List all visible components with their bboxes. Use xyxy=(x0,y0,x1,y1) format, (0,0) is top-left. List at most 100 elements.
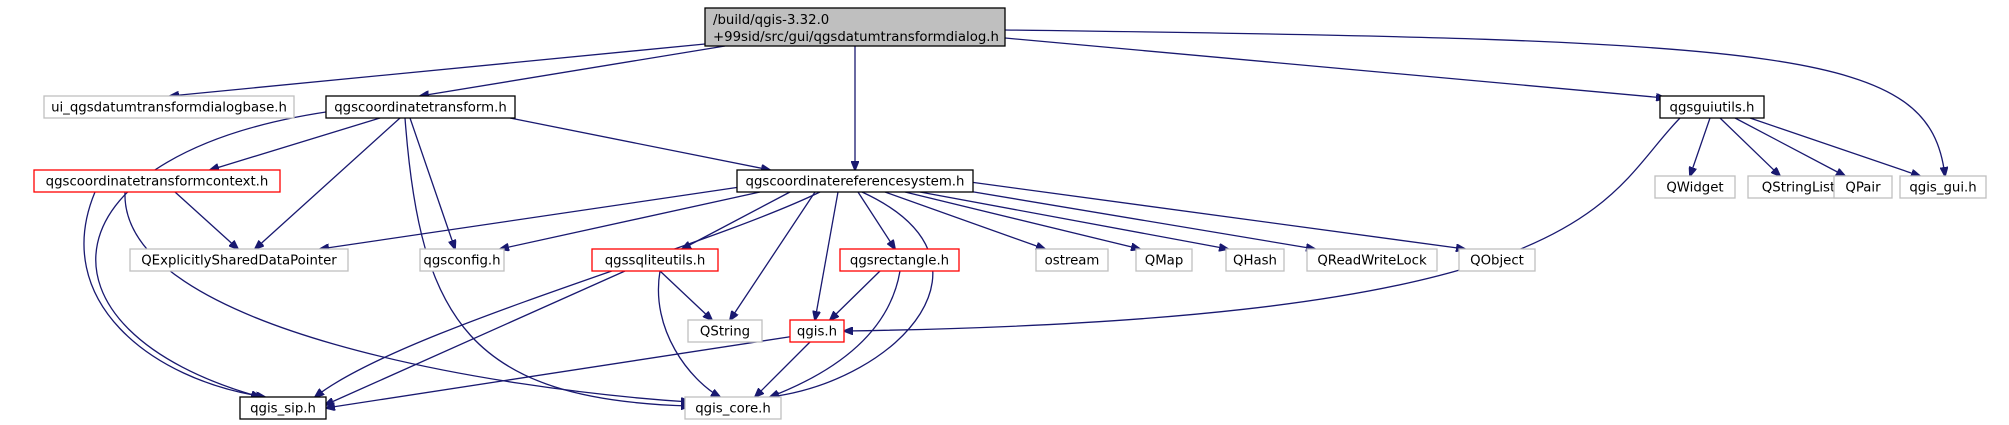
node-box-root xyxy=(704,7,1006,47)
edge-crs-to-qgis_core xyxy=(770,191,934,397)
edge-coordtransform-to-qgis_sip xyxy=(95,109,341,397)
node-box-coordtransform xyxy=(325,95,516,119)
node-box-qpair xyxy=(1833,175,1893,199)
edge-coordtransform-to-ctcontext xyxy=(210,117,381,170)
edge-sqliteutils-to-qgis_core xyxy=(657,270,720,397)
edge-sqliteutils-to-qstring xyxy=(659,270,712,320)
edge-root-to-guiutils xyxy=(1004,37,1665,98)
node-label-guiutils: qgsguiutils.h xyxy=(1670,101,1755,116)
node-box-qgis xyxy=(789,319,845,343)
edge-guiutils-to-qgis xyxy=(844,117,1681,331)
edge-coordtransform-to-crs xyxy=(509,117,770,170)
edge-qgis-to-qgis_core xyxy=(755,341,811,397)
node-rectangle[interactable]: qgsrectangle.h xyxy=(839,248,960,272)
node-qobject: QObject xyxy=(1458,248,1536,272)
node-ctcontext[interactable]: qgscoordinatetransformcontext.h xyxy=(33,169,281,193)
node-box-sqliteutils xyxy=(591,248,719,272)
node-qgsconfig: qgsconfig.h xyxy=(419,248,505,272)
node-label-qgsconfig: qgsconfig.h xyxy=(423,254,500,269)
edge-root-to-coordtransform xyxy=(420,45,726,96)
edge-ctcontext-to-qgis_core xyxy=(124,191,690,402)
node-label-qgis: qgis.h xyxy=(797,325,837,340)
node-coordtransform[interactable]: qgscoordinatetransform.h xyxy=(325,95,516,119)
node-label-coordtransform: qgscoordinatetransform.h xyxy=(334,101,507,116)
node-qrwlock: QReadWriteLock xyxy=(1306,248,1438,272)
edge-guiutils-to-qwidget xyxy=(1690,117,1711,176)
node-label-qgis_sip: qgis_sip.h xyxy=(250,402,316,417)
node-guiutils[interactable]: qgsguiutils.h xyxy=(1659,95,1765,119)
node-qhash: QHash xyxy=(1225,248,1285,272)
node-qstringlist: QStringList xyxy=(1747,175,1850,199)
node-label-ctcontext: qgscoordinatetransformcontext.h xyxy=(46,175,269,190)
edge-guiutils-to-qstringlist xyxy=(1719,117,1780,176)
edge-coordtransform-to-qgis_core xyxy=(404,117,690,406)
node-box-qobject xyxy=(1458,248,1536,272)
edge-rectangle-to-qgis_core xyxy=(770,270,901,397)
edge-crs-to-qgis_sip xyxy=(315,191,821,397)
node-qpair: QPair xyxy=(1833,175,1893,199)
node-box-crs xyxy=(736,169,974,193)
node-box-ostream xyxy=(1035,248,1109,272)
edge-guiutils-to-qpair xyxy=(1734,117,1845,176)
edge-crs-to-qgis xyxy=(815,191,839,320)
node-label-ostream: ostream xyxy=(1045,254,1100,269)
edge-crs-to-ostream xyxy=(884,191,1045,249)
node-label-qesdp: QExplicitlySharedDataPointer xyxy=(141,254,337,269)
edge-crs-to-qmap xyxy=(904,191,1140,249)
node-box-qhash xyxy=(1225,248,1285,272)
edge-crs-to-qstring xyxy=(730,191,816,320)
node-label-qrwlock: QReadWriteLock xyxy=(1317,254,1427,269)
nodes-layer: /build/qgis-3.32.0+99sid/src/gui/qgsdatu… xyxy=(33,7,1987,420)
node-label-qstringlist: QStringList xyxy=(1762,181,1835,196)
node-qstring: QString xyxy=(687,319,763,343)
node-label-qwidget: QWidget xyxy=(1666,181,1723,196)
edge-ctcontext-to-qgis_sip xyxy=(83,191,265,397)
node-ui_base: ui_qgsdatumtransformdialogbase.h xyxy=(43,95,295,119)
node-label-qgis_core: qgis_core.h xyxy=(695,402,771,417)
edge-coordtransform-to-qesdp xyxy=(255,117,401,249)
node-qgis_gui: qgis_gui.h xyxy=(1899,175,1987,199)
node-label-crs: qgscoordinatereferencesystem.h xyxy=(746,175,965,190)
node-box-qgsconfig xyxy=(419,248,505,272)
node-qesdp: QExplicitlySharedDataPointer xyxy=(129,248,349,272)
edge-crs-to-qesdp xyxy=(320,186,741,249)
edge-crs-to-qobject xyxy=(969,181,1465,249)
edge-crs-to-rectangle xyxy=(857,191,895,249)
edge-rectangle-to-qgis xyxy=(830,270,881,320)
node-label-root-line-1: /build/qgis-3.32.0 xyxy=(713,13,829,28)
node-box-qwidget xyxy=(1654,175,1736,199)
node-label-ui_base: ui_qgsdatumtransformdialogbase.h xyxy=(51,101,287,116)
edge-guiutils-to-qgis_gui xyxy=(1749,117,1920,176)
edge-qgis-to-qgis_sip xyxy=(326,335,796,408)
edge-ctcontext-to-qesdp xyxy=(174,191,238,249)
edge-crs-to-qgsconfig xyxy=(500,191,761,249)
node-box-ctcontext xyxy=(33,169,281,193)
edge-sqliteutils-to-qgis_sip xyxy=(325,270,626,405)
node-box-qstring xyxy=(687,319,763,343)
edge-crs-to-qhash xyxy=(919,191,1228,249)
node-box-qmap xyxy=(1135,248,1193,272)
edge-root-to-ui_base xyxy=(170,43,706,96)
edge-crs-to-qrwlock xyxy=(949,187,1315,249)
node-label-rectangle: qgsrectangle.h xyxy=(850,254,949,269)
node-label-sqliteutils: qgssqliteutils.h xyxy=(605,254,706,269)
node-label-qmap: QMap xyxy=(1145,254,1184,269)
node-box-guiutils xyxy=(1659,95,1765,119)
node-qmap: QMap xyxy=(1135,248,1193,272)
node-sqliteutils[interactable]: qgssqliteutils.h xyxy=(591,248,719,272)
node-label-qhash: QHash xyxy=(1233,254,1277,269)
edge-root-to-qgis_gui xyxy=(1004,29,1945,176)
node-qgis_sip[interactable]: qgis_sip.h xyxy=(239,396,327,420)
node-label-qgis_gui: qgis_gui.h xyxy=(1909,181,1976,196)
node-qgis[interactable]: qgis.h xyxy=(789,319,845,343)
node-ostream: ostream xyxy=(1035,248,1109,272)
node-label-qstring: QString xyxy=(700,325,750,340)
node-box-qrwlock xyxy=(1306,248,1438,272)
node-qgis_core: qgis_core.h xyxy=(684,396,782,420)
edge-coordtransform-to-qgsconfig xyxy=(409,117,455,249)
node-box-qgis_gui xyxy=(1899,175,1987,199)
node-label-qpair: QPair xyxy=(1845,181,1881,196)
node-crs[interactable]: qgscoordinatereferencesystem.h xyxy=(736,169,974,193)
node-box-qesdp xyxy=(129,248,349,272)
